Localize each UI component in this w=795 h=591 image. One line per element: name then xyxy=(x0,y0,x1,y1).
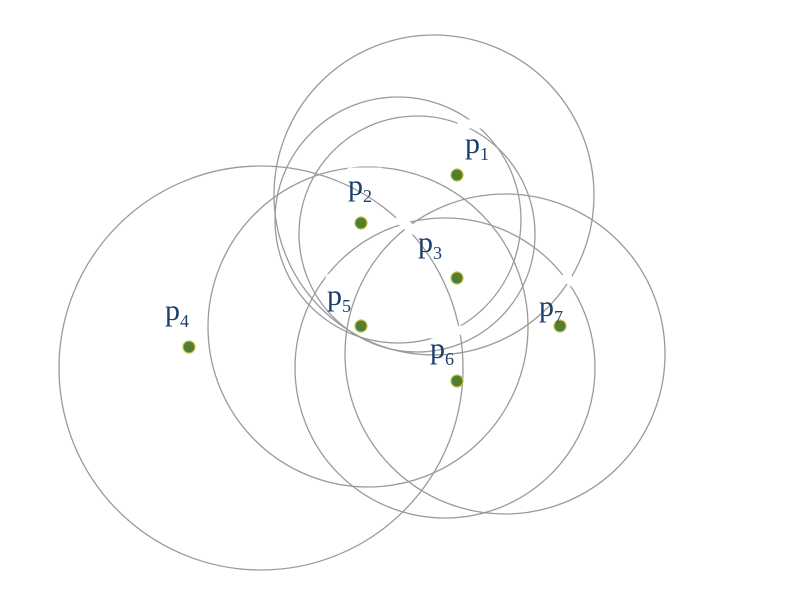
label-gaps-layer xyxy=(325,119,581,339)
label-letter: p xyxy=(465,127,480,160)
point-p1 xyxy=(450,168,464,182)
circles-layer xyxy=(58,34,666,571)
label-subscript: 7 xyxy=(554,307,563,327)
label-p1: p1 xyxy=(465,127,489,164)
circle-3 xyxy=(298,115,536,353)
label-letter: p xyxy=(430,332,445,365)
label-p7: p7 xyxy=(539,290,563,327)
circle-7 xyxy=(344,193,666,515)
gap-p5 xyxy=(325,265,357,283)
circle-4 xyxy=(58,165,464,571)
circle-1 xyxy=(273,34,595,356)
circle-5 xyxy=(207,166,529,488)
gap-p3-b xyxy=(395,215,415,233)
point-p3 xyxy=(450,271,464,285)
label-p5: p5 xyxy=(327,279,351,316)
label-letter: p xyxy=(327,279,342,312)
label-p4: p4 xyxy=(165,294,189,331)
gap-p7 xyxy=(561,273,581,289)
point-p6 xyxy=(450,374,464,388)
circle-6 xyxy=(294,217,596,519)
point-p2 xyxy=(354,216,368,230)
label-subscript: 3 xyxy=(433,243,442,263)
label-p2: p2 xyxy=(348,169,372,206)
label-letter: p xyxy=(348,169,363,202)
point-p5 xyxy=(354,319,368,333)
gap-p6 xyxy=(427,325,467,339)
label-p3: p3 xyxy=(418,226,442,263)
label-subscript: 5 xyxy=(342,296,351,316)
label-subscript: 6 xyxy=(445,349,454,369)
label-letter: p xyxy=(165,294,180,327)
point-p4 xyxy=(182,340,196,354)
label-p6: p6 xyxy=(430,332,454,369)
point-p7 xyxy=(553,319,567,333)
label-letter: p xyxy=(539,290,554,323)
points-layer xyxy=(182,168,567,388)
label-subscript: 1 xyxy=(480,144,489,164)
label-letter: p xyxy=(418,226,433,259)
label-subscript: 2 xyxy=(363,186,372,206)
circle-2 xyxy=(274,96,522,344)
label-subscript: 4 xyxy=(180,311,189,331)
